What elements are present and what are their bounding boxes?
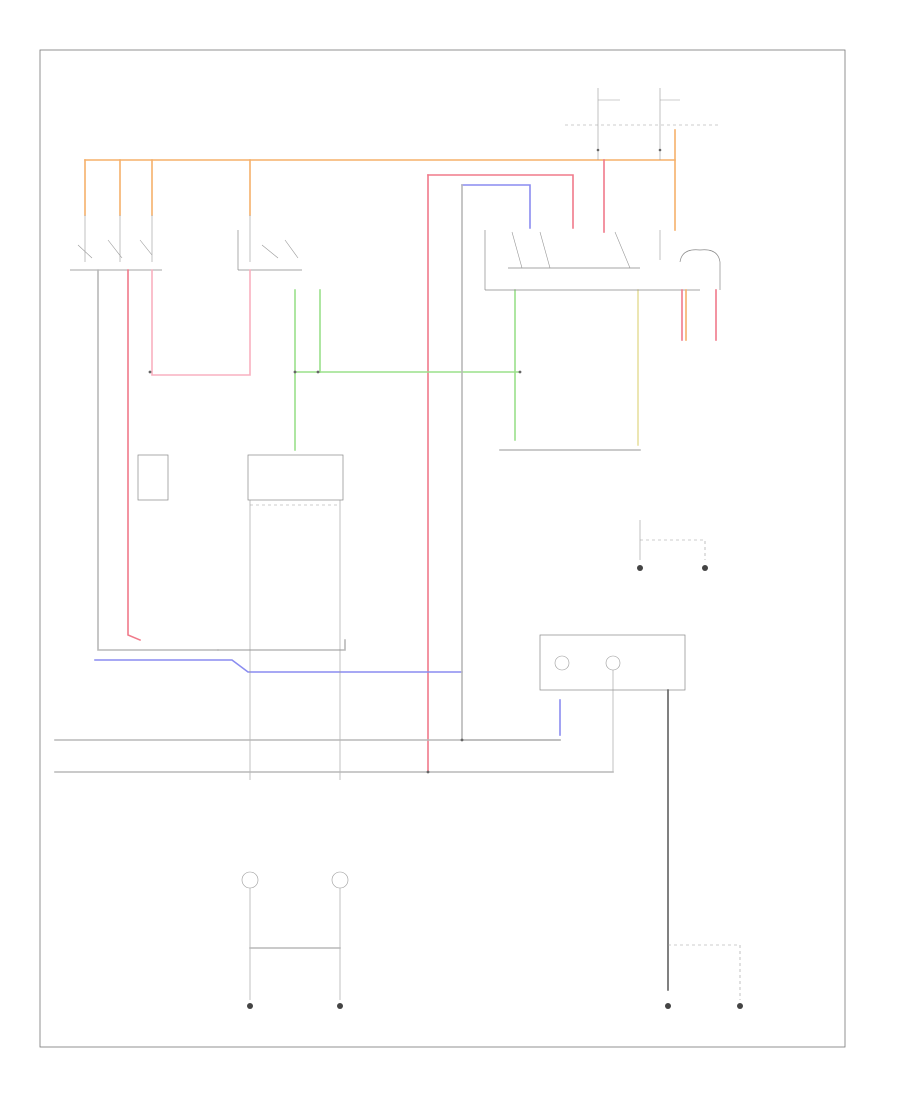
turn-signal-switch-left [70, 215, 162, 271]
left-module-box [137, 454, 169, 501]
ground-branch-middle [637, 520, 708, 571]
red-wire-main [427, 159, 605, 773]
gray-wires-left [97, 269, 346, 651]
pink-wires-left [127, 269, 251, 642]
lower-buses [54, 738, 614, 774]
flasher-unit [679, 249, 721, 341]
blue-wire [94, 184, 561, 736]
rear-ground-branch [665, 944, 743, 1009]
combination-switch-right [484, 230, 700, 291]
turn-signal-switch-middle [237, 215, 302, 271]
diagram-frame [39, 49, 846, 1048]
hazard-switch-box [247, 454, 344, 780]
fuse-panel [565, 88, 720, 160]
green-wires [148, 289, 522, 451]
instrument-cluster [539, 634, 686, 991]
orange-power-bus [84, 129, 676, 231]
front-turn-lamps [241, 871, 349, 1009]
